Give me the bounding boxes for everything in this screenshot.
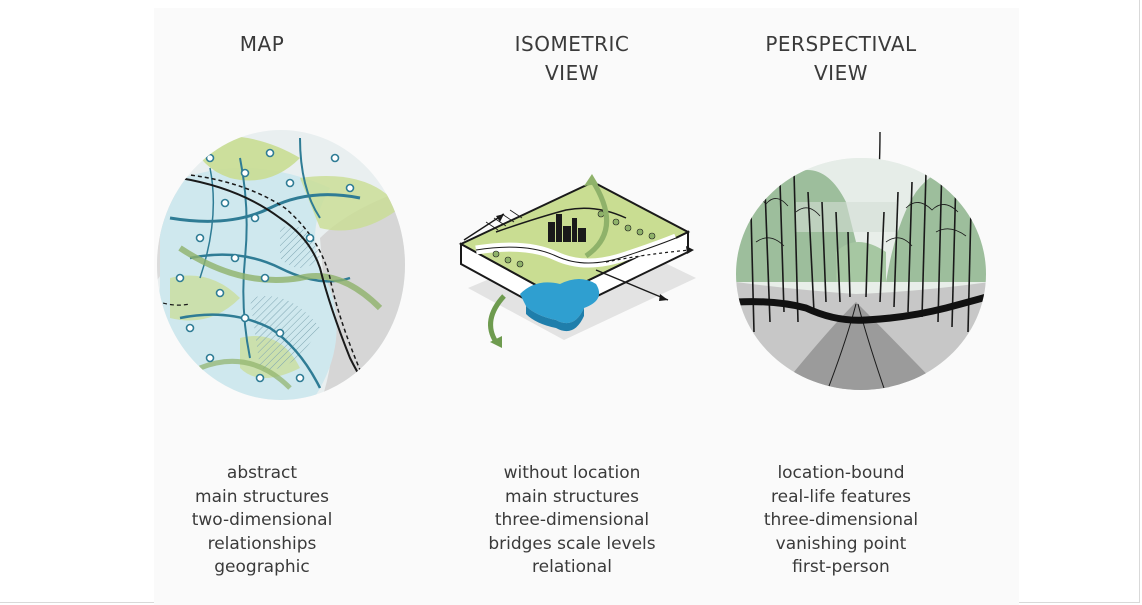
descriptor-item: two-dimensional	[191, 510, 333, 530]
descriptor-item: geographic	[214, 557, 310, 577]
heading-line: PERSPECTIVAL	[765, 32, 917, 56]
descriptor-item: vanishing point	[775, 533, 907, 554]
descriptor-item: three-dimensional	[494, 510, 650, 530]
heading-perspectival: PERSPECTIVAL VIEW	[701, 30, 981, 88]
descriptor-item: real-life features	[771, 486, 911, 507]
heading-map: MAP	[122, 30, 402, 59]
descriptor-item: three-dimensional	[763, 510, 919, 530]
descriptor-item: abstract	[226, 463, 298, 483]
descriptor-item: main structures	[195, 486, 329, 507]
descriptor-list-isometric: without location main structures three-d…	[432, 462, 712, 580]
descriptor-item: location-bound	[777, 463, 905, 483]
perspective-forest-illustration	[736, 132, 986, 390]
descriptor-item: without location	[503, 463, 641, 483]
isometric-block-illustration	[458, 174, 696, 348]
descriptor-item: main structures	[505, 486, 639, 507]
descriptor-list-perspectival: location-bound real-life features three-…	[701, 462, 981, 580]
map-circle-illustration	[157, 130, 405, 400]
descriptor-list-map: abstract main structures two-dimensional…	[122, 462, 402, 580]
heading-isometric: ISOMETRIC VIEW	[432, 30, 712, 88]
descriptor-item: relationships	[207, 533, 317, 554]
descriptor-item: first-person	[792, 557, 890, 577]
descriptor-item: bridges scale levels	[488, 533, 656, 554]
heading-line: VIEW	[545, 61, 599, 85]
heading-line: VIEW	[814, 61, 868, 85]
descriptor-item: relational	[532, 557, 612, 577]
heading-line: MAP	[239, 32, 285, 56]
heading-line: ISOMETRIC	[514, 32, 630, 56]
